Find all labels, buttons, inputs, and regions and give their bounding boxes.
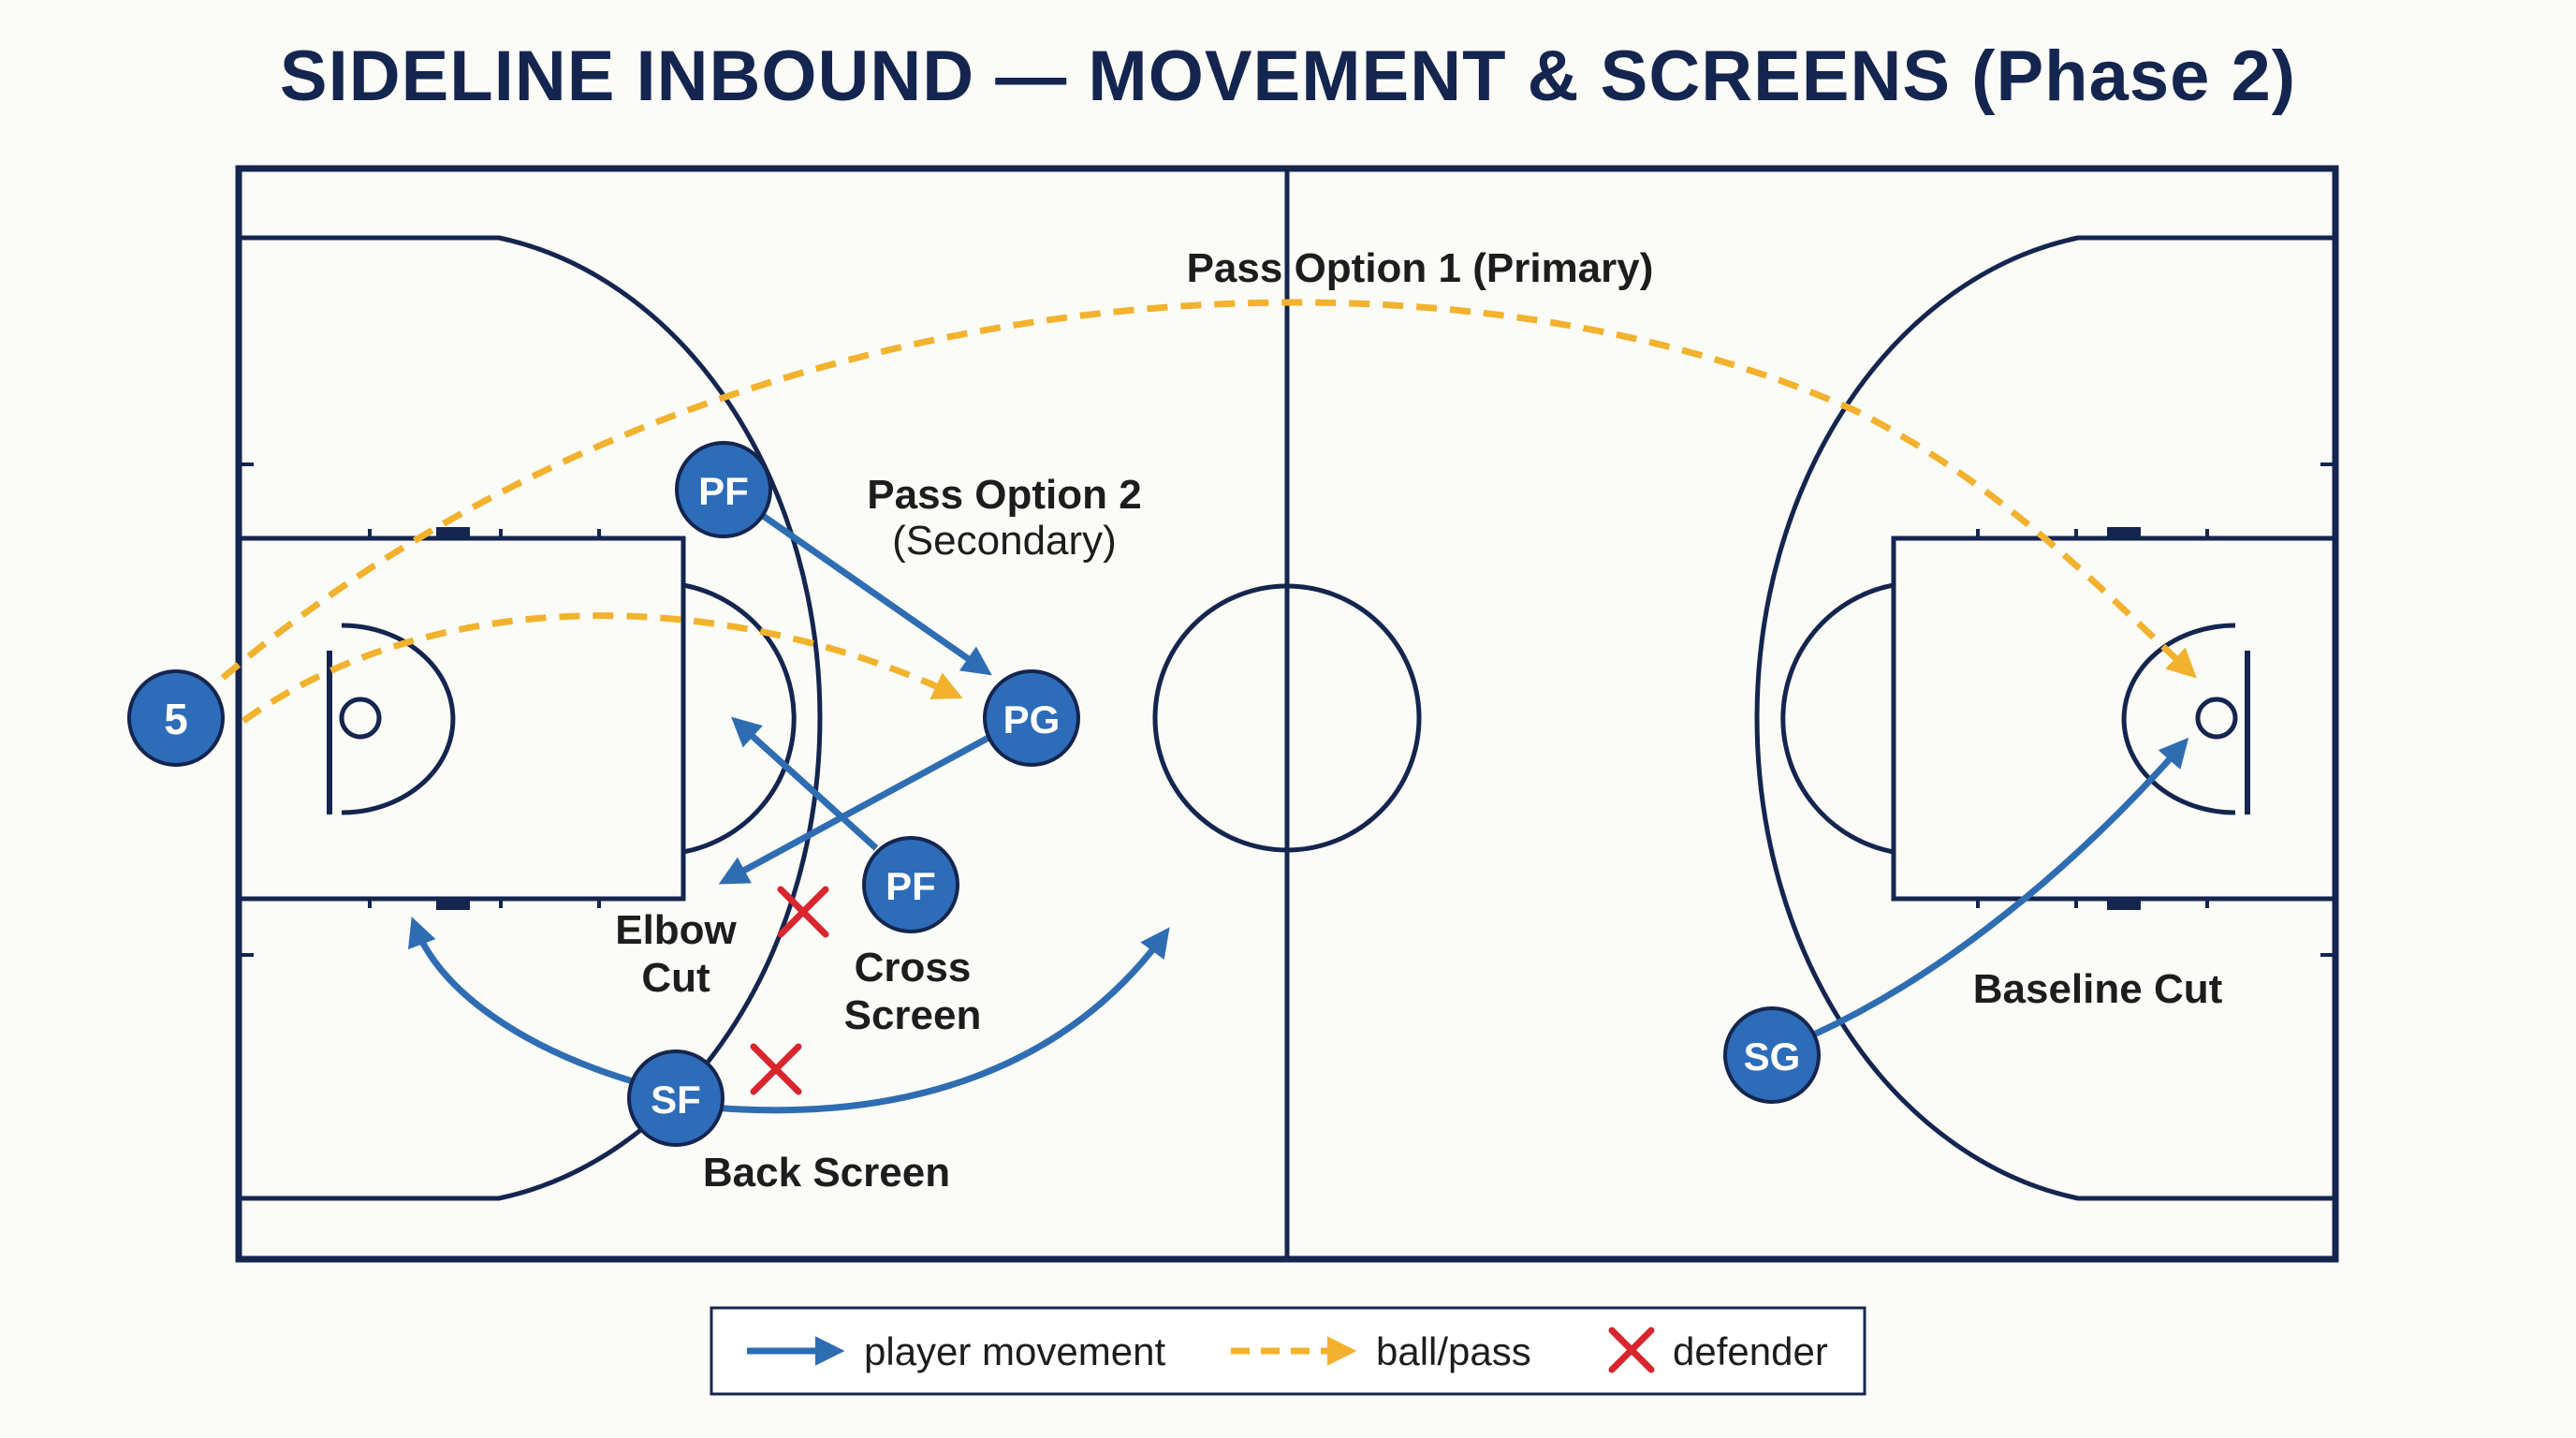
- movement-paths: [408, 508, 2189, 1114]
- elbow-cut-label-line1: Elbow: [615, 907, 737, 953]
- annotations: Pass Option 1 (Primary) Pass Option 2 (S…: [615, 245, 2222, 1196]
- sg-baseline-cut: [1812, 737, 2189, 1038]
- three-point-line-right: [1754, 235, 2335, 1201]
- ft-circle-left: [682, 582, 797, 855]
- svg-text:SF: SF: [651, 1078, 701, 1122]
- svg-text:player movement: player movement: [864, 1329, 1165, 1373]
- lane-marks-right: [1976, 462, 2335, 957]
- legend-defender: defender: [1608, 1327, 1828, 1373]
- diagram-title: SIDELINE INBOUND — MOVEMENT & SCREENS (P…: [279, 37, 2297, 116]
- svg-text:SG: SG: [1744, 1034, 1801, 1078]
- player-sg: SG: [1723, 1006, 1821, 1104]
- elbow-cut-label-line2: Cut: [641, 955, 710, 1001]
- three-point-line-left: [239, 235, 823, 1201]
- svg-text:PF: PF: [698, 469, 749, 513]
- legend-movement: player movement: [747, 1329, 1165, 1373]
- player-pg: PG: [983, 669, 1080, 767]
- pf-to-pg-cut: [754, 508, 992, 676]
- svg-text:ball/pass: ball/pass: [1376, 1329, 1531, 1373]
- lane-marks-left: [239, 462, 601, 957]
- pass-option-2-label: Pass Option 2: [867, 472, 1141, 518]
- sf-back-screen-right: [710, 927, 1170, 1114]
- sf-back-screen-left: [408, 917, 635, 1085]
- ft-circle-right: [1780, 582, 1895, 855]
- hoop-left: [339, 697, 382, 740]
- court: [235, 165, 2339, 1263]
- legend: player movement ball/pass defender: [710, 1306, 1866, 1396]
- player-pf-mid: PF: [862, 836, 959, 933]
- legend-box: [710, 1306, 1866, 1396]
- cross-screen-label-line2: Screen: [844, 992, 982, 1038]
- back-screen-label: Back Screen: [703, 1150, 950, 1196]
- restricted-arc-left: [341, 623, 456, 815]
- pass-option-2-path: [241, 612, 963, 724]
- pass-option-1-path: [220, 299, 2197, 681]
- svg-text:defender: defender: [1673, 1329, 1828, 1373]
- players: 5 PF PG PF SF SG: [127, 441, 1821, 1147]
- svg-text:PG: PG: [1003, 697, 1061, 741]
- svg-text:PF: PF: [886, 864, 936, 908]
- player-5: 5: [127, 669, 225, 767]
- cross-screen-label-line1: Cross: [855, 945, 972, 990]
- pass-option-2-sublabel: (Secondary): [892, 518, 1117, 564]
- paint-left: [236, 536, 686, 902]
- defender-back-screen: [750, 1043, 802, 1095]
- defender-cross-screen: [777, 886, 829, 938]
- x-icon: [1608, 1327, 1655, 1373]
- center-circle: [1152, 583, 1422, 853]
- pass-paths: [220, 299, 2197, 724]
- hoop-right: [2195, 697, 2238, 740]
- svg-text:5: 5: [164, 695, 188, 743]
- player-sf: SF: [627, 1049, 724, 1147]
- restricted-arc-right: [2121, 623, 2236, 815]
- baseline-cut-label: Baseline Cut: [1973, 966, 2223, 1012]
- defenders: [750, 886, 829, 1095]
- pf-cross-screen: [730, 716, 879, 851]
- legend-pass: ball/pass: [1231, 1329, 1531, 1373]
- paint-right: [1891, 536, 2338, 902]
- pg-elbow-cut: [718, 734, 990, 885]
- pass-option-1-label: Pass Option 1 (Primary): [1187, 245, 1654, 291]
- player-pf-top: PF: [675, 441, 772, 538]
